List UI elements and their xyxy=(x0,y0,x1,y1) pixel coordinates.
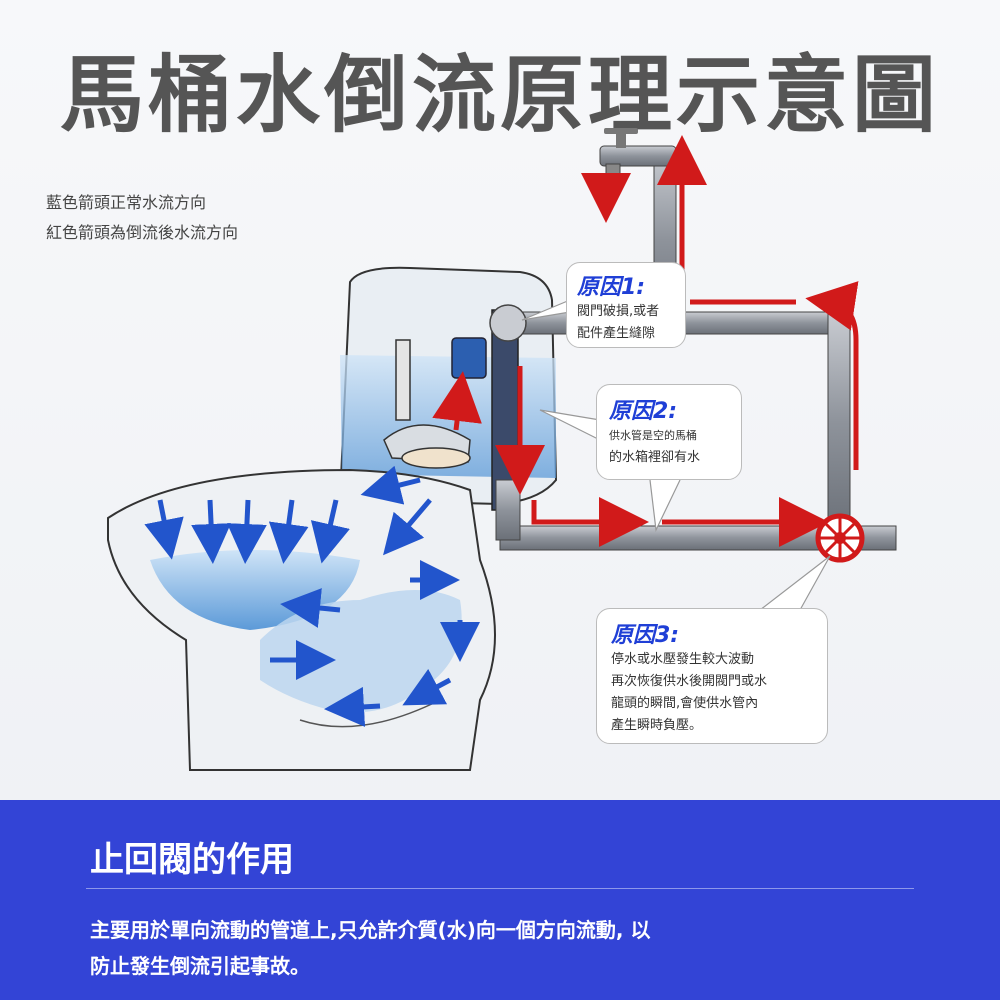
reason-3-line-2: 再次恢復供水後開閥門或水 xyxy=(611,674,768,689)
blue-arrow xyxy=(402,668,452,706)
banner-text-line-2: 防止發生倒流引起事故。 xyxy=(90,954,310,978)
reason-3-title: 原因3: xyxy=(611,623,680,648)
blue-arrow xyxy=(324,686,381,727)
reason-2-title: 原因2: xyxy=(609,399,678,424)
red-arrow xyxy=(531,497,649,547)
reason-1-line-1: 閥門破損,或者 xyxy=(577,304,660,319)
reason-3-line-1: 停水或水壓發生較大波動 xyxy=(611,652,755,667)
blue-arrow xyxy=(310,499,350,564)
check-valve-banner xyxy=(0,800,1000,1000)
toilet-backflow-diagram xyxy=(107,128,897,771)
red-arrow xyxy=(432,371,482,431)
reason-3-line-4: 產生瞬時負壓。 xyxy=(611,718,703,733)
reason-1-line-2: 配件產生縫隙 xyxy=(577,326,656,341)
legend-blue-arrow-text: 藍色箭頭正常水流方向 xyxy=(46,193,207,212)
blue-arrow xyxy=(383,498,432,556)
page-title: 馬桶水倒流原理示意圖 xyxy=(59,46,940,144)
red-arrow xyxy=(805,281,859,470)
banner-divider xyxy=(86,888,914,889)
blue-arrow xyxy=(226,499,267,564)
blue-arrow xyxy=(191,499,232,564)
reason-1-callout: 原因1: 閥門破損,或者 配件產生縫隙 xyxy=(566,262,686,348)
callout-pointers xyxy=(521,299,831,611)
reason-1-title: 原因1: xyxy=(577,275,646,300)
banner-text: 主要用於單向流動的管道上,只允許介質(水)向一個方向流動, 以 防止發生倒流引起… xyxy=(90,912,870,984)
reason-2-line-1: 供水管是空的馬桶 xyxy=(609,429,697,442)
flow-legend: 藍色箭頭正常水流方向 紅色箭頭為倒流後水流方向 xyxy=(46,188,238,248)
check-valve xyxy=(815,513,865,563)
legend-red-arrow-text: 紅色箭頭為倒流後水流方向 xyxy=(46,223,239,242)
normal-flow-arrows xyxy=(144,465,480,727)
reason-2-callout: 原因2: 供水管是空的馬桶 的水箱裡卻有水 xyxy=(596,384,742,480)
blue-arrow xyxy=(144,499,184,560)
reason-3-callout: 原因3: 停水或水壓發生較大波動 再次恢復供水後開閥門或水 龍頭的瞬間,會使供水… xyxy=(596,608,828,744)
blue-arrow xyxy=(280,588,341,628)
reason-2-line-2: 的水箱裡卻有水 xyxy=(609,450,701,465)
blue-arrow xyxy=(268,499,309,564)
blue-arrow xyxy=(360,465,421,505)
banner-text-line-1: 主要用於單向流動的管道上,只允許介質(水)向一個方向流動, 以 xyxy=(90,918,651,942)
toilet-bowl xyxy=(107,468,496,771)
banner-title: 止回閥的作用 xyxy=(90,840,294,880)
reason-3-line-3: 龍頭的瞬間,會使供水管內 xyxy=(611,696,759,711)
